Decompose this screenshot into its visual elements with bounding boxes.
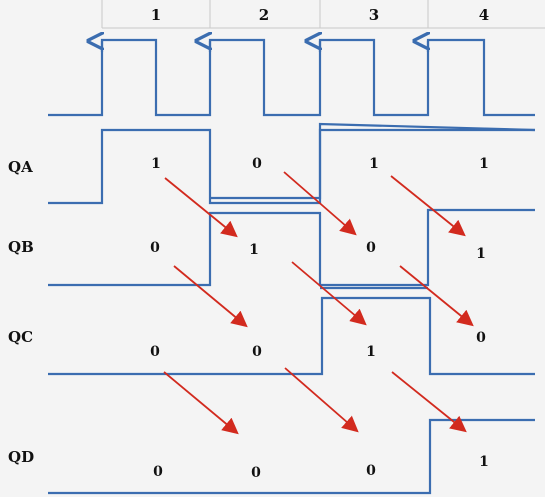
qd-value-4: 1 [479,454,489,470]
qb-value-2: 1 [249,242,259,258]
qb-value-4: 1 [476,246,486,262]
signal-label-qa: QA [8,158,33,176]
shift-arrow-icon [173,265,248,328]
clock-number-3: 3 [369,6,379,24]
qd-value-2: 0 [251,465,261,481]
clock-number-1: 1 [151,6,161,24]
qa-value-2: 0 [252,156,262,172]
qa-value-3: 1 [369,156,379,172]
signal-label-qd: QD [8,448,34,466]
qc-value-2: 0 [252,344,262,360]
qb-value-3: 0 [366,240,376,256]
qb-waveform [48,208,535,287]
shift-arrow-icon [391,371,467,433]
qd-value-1: 0 [153,464,163,480]
qc-waveform [48,296,535,376]
qb-value-1: 0 [150,240,160,256]
shift-arrow-icon [164,177,238,238]
qd-waveform [48,418,535,495]
qc-value-1: 0 [150,344,160,360]
qa-waveform-upper-trace [210,122,536,200]
signal-label-qb: QB [8,238,34,256]
qa-waveform [48,128,535,205]
shift-arrow-icon [399,265,474,327]
shift-arrow-icon [283,171,357,236]
shift-arrow-icon [284,367,359,433]
qd-value-3: 0 [366,463,376,479]
clock-number-2: 2 [259,6,269,24]
clock-number-4: 4 [479,6,489,24]
qc-value-4: 0 [476,330,486,346]
qa-value-4: 1 [479,156,489,172]
signal-label-qc: QC [8,328,33,346]
clock-waveform [48,38,535,117]
qc-value-3: 1 [366,344,376,360]
header-grid [101,0,545,29]
shift-arrow-icon [390,175,466,237]
shift-arrow-icon [291,261,367,326]
qa-value-1: 1 [151,156,161,172]
shift-arrow-icon [163,371,239,435]
